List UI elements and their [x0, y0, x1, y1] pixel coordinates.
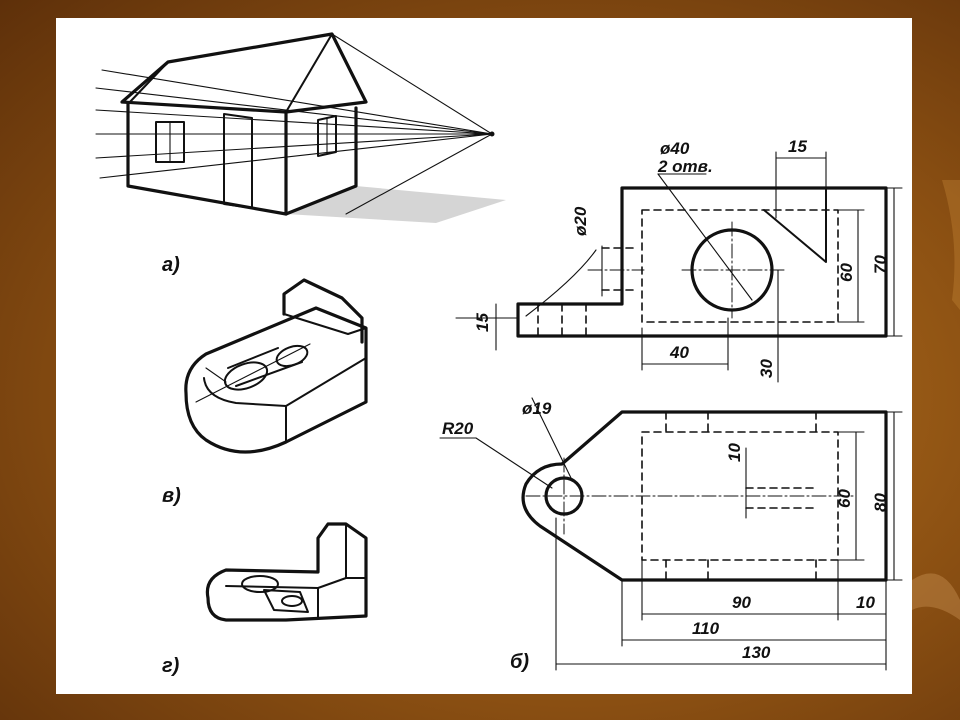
dim-30: 30 — [757, 359, 776, 378]
label-v: в) — [162, 485, 181, 507]
technical-drawing: а) в) г) б) ø40 2 отв. 15 ø20 15 70 60 4… — [95, 32, 903, 677]
dim-15-left: 15 — [473, 313, 492, 332]
dim-r20: R20 — [442, 419, 474, 438]
label-a: а) — [162, 254, 180, 276]
perspective-lines — [95, 33, 493, 215]
dim-60-bottom: 60 — [835, 489, 854, 508]
dim-phi40: ø40 — [660, 139, 690, 158]
house-perspective-sketch — [95, 32, 506, 223]
dim-130: 130 — [742, 643, 771, 662]
dim-80: 80 — [871, 493, 890, 512]
drawing-sheet: а) в) г) б) ø40 2 отв. 15 ø20 15 70 60 4… — [56, 18, 912, 694]
dim-10-right: 10 — [856, 593, 875, 612]
dim-40: 40 — [669, 343, 689, 362]
dim-15-top: 15 — [788, 137, 807, 156]
label-b: б) — [510, 651, 529, 673]
top-view — [439, 397, 903, 671]
front-view — [455, 151, 903, 383]
dim-70: 70 — [871, 255, 890, 274]
dim-90: 90 — [732, 593, 751, 612]
dim-60-top: 60 — [837, 263, 856, 282]
dim-10-inner: 10 — [725, 443, 744, 462]
slide-background-decoration — [912, 180, 960, 660]
isometric-part-g — [205, 522, 368, 622]
dim-phi20: ø20 — [571, 206, 590, 236]
dim-phi19: ø19 — [522, 399, 552, 418]
dim-110: 110 — [692, 619, 720, 638]
dim-holes-count: 2 отв. — [657, 157, 713, 176]
label-g: г) — [162, 655, 180, 677]
isometric-part-v — [184, 278, 368, 454]
